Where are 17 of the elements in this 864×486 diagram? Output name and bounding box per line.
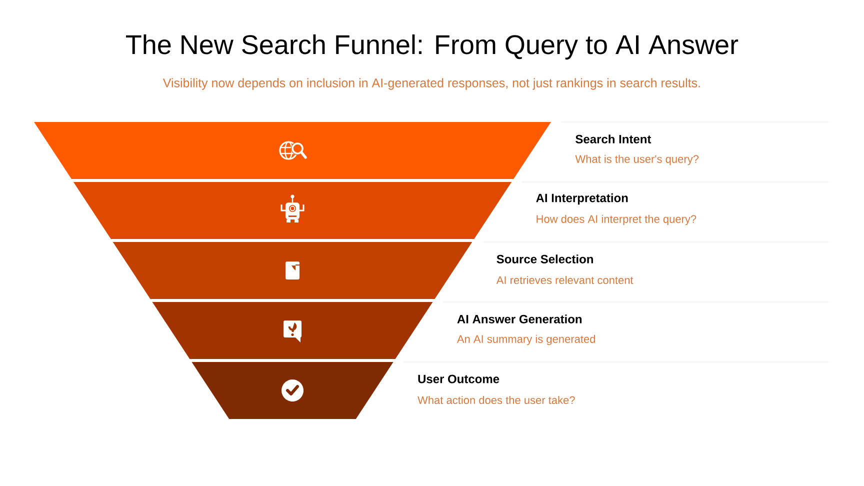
stage-description: An AI summary is generated [456,334,595,346]
stage-description: How does AI interpret the query? [536,214,696,226]
stage-description: What action does the user take? [418,396,575,404]
funnel-stage [152,302,433,359]
funnel-stage [34,122,551,179]
subtitle: Visibility now depends on inclusion in AI-generated responses, not just rankings in search results. [162,78,700,90]
funnel-stage [73,182,512,239]
funnel-stage [112,242,472,299]
stage-heading: AI Answer Generation [457,314,582,324]
stage-heading: Search Intent [576,134,652,144]
stage-heading: User Outcome [418,374,500,384]
stage-description: What is the user's query? [575,154,699,166]
stage-heading: AI Interpretation [536,193,628,205]
stage-description: AI retrieves relevant content [496,276,634,284]
stage-heading: Source Selection [496,254,593,264]
funnel-stage [192,362,394,419]
title: The New Search Funnel: From Query to AI Answer [126,34,738,60]
